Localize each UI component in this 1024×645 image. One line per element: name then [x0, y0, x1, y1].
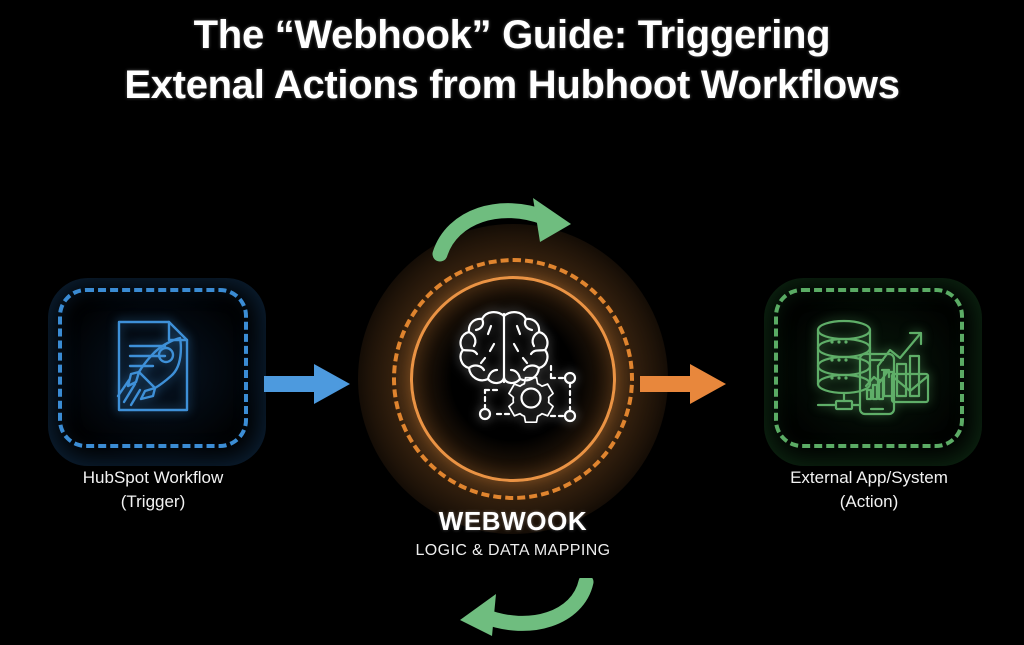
source-node-label-secondary: (Trigger)	[120, 492, 186, 511]
webhook-hub[interactable]	[358, 224, 668, 534]
hub-to-target-arrow	[638, 360, 730, 413]
title-line-1: The “Webhook” Guide: Triggering	[193, 13, 831, 57]
hub-subtitle: LOGIC & DATA MAPPING	[415, 542, 611, 559]
hub-caption: WEBWOOK LOGIC & DATA MAPPING	[392, 506, 634, 560]
hub-title: WEBWOOK	[438, 506, 588, 536]
target-node[interactable]: External App/System (Action)	[764, 278, 982, 514]
target-node-label-secondary: (Action)	[839, 492, 899, 511]
source-node-label-primary: HubSpot Workflow	[82, 468, 224, 487]
target-node-caption: External App/System (Action)	[774, 466, 964, 514]
source-node[interactable]: HubSpot Workflow (Trigger)	[48, 278, 266, 514]
hub-dashed-ring	[392, 258, 634, 500]
document-rocket-icon	[105, 314, 201, 423]
loop-arrow-top	[430, 196, 596, 269]
source-node-caption: HubSpot Workflow (Trigger)	[58, 466, 248, 514]
hub-solid-ring	[410, 276, 616, 482]
brain-gear-network-icon	[447, 306, 579, 428]
source-node-box	[48, 278, 266, 466]
title-line-2: Extenal Actions from Hubhoot Workflows	[124, 63, 900, 107]
source-to-hub-arrow	[262, 360, 354, 413]
target-node-box	[764, 278, 982, 466]
loop-arrow-bottom	[440, 574, 596, 645]
target-node-label-primary: External App/System	[790, 468, 948, 487]
database-analytics-mobile-email-icon	[808, 314, 930, 423]
page-title: The “Webhook” Guide: Triggering Extenal …	[0, 0, 1024, 110]
